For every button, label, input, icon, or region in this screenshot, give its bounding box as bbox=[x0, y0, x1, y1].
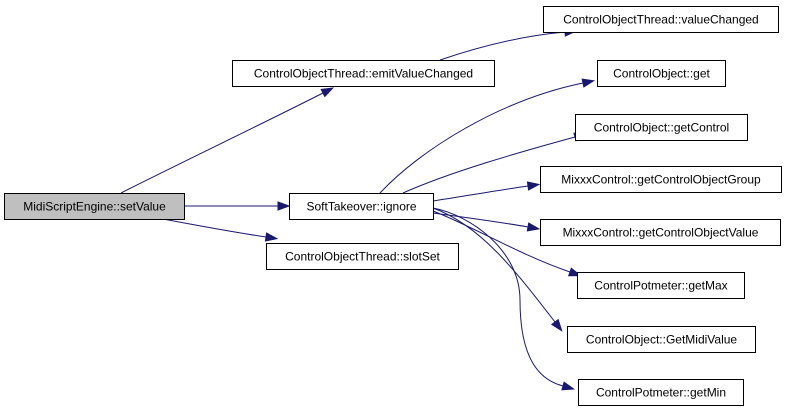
node-label-root: MidiScriptEngine::setValue bbox=[23, 200, 166, 214]
node-box-mcgroup bbox=[540, 166, 782, 193]
edge-arrowhead-root-to-emit bbox=[320, 87, 335, 98]
edge-ignore-to-cpmin bbox=[432, 207, 564, 387]
node-label-valchanged: ControlObjectThread::valueChanged bbox=[563, 13, 758, 27]
node-label-ignore: SoftTakeover::ignore bbox=[306, 200, 416, 214]
node-box-slotset bbox=[266, 243, 459, 270]
node-box-ignore bbox=[289, 193, 434, 220]
edge-arrowhead-root-to-slotset bbox=[264, 232, 279, 242]
edge-emit-to-valchanged bbox=[439, 31, 566, 61]
edge-root-to-slotset bbox=[162, 218, 267, 238]
node-emit[interactable]: ControlObjectThread::emitValueChanged bbox=[232, 60, 495, 87]
node-box-cogetmidi bbox=[567, 326, 756, 353]
edge-arrowhead-ignore-to-cogetmidi bbox=[550, 318, 563, 332]
node-root[interactable]: MidiScriptEngine::setValue bbox=[4, 193, 185, 220]
edge-root-to-emit bbox=[120, 92, 324, 194]
node-label-emit: ControlObjectThread::emitValueChanged bbox=[254, 67, 473, 81]
edge-ignore-to-cogetmidi bbox=[432, 207, 556, 323]
edge-arrowhead-root-to-ignore bbox=[277, 201, 291, 211]
node-mcgroup[interactable]: MixxxControl::getControlObjectGroup bbox=[540, 166, 782, 193]
node-box-cogetcontrol bbox=[575, 114, 748, 141]
edge-ignore-to-mcvalue bbox=[432, 212, 529, 228]
node-cpmin[interactable]: ControlPotmeter::getMin bbox=[578, 379, 744, 406]
edge-arrowhead-ignore-to-mcvalue bbox=[526, 222, 541, 232]
node-label-coget: ControlObject::get bbox=[613, 67, 710, 81]
edge-ignore-to-mcgroup bbox=[432, 185, 529, 202]
node-label-mcgroup: MixxxControl::getControlObjectGroup bbox=[561, 173, 761, 187]
edge-arrowhead-ignore-to-mcgroup bbox=[526, 181, 541, 191]
node-cpmax[interactable]: ControlPotmeter::getMax bbox=[577, 272, 745, 299]
node-cogetmidi[interactable]: ControlObject::GetMidiValue bbox=[567, 326, 756, 353]
edge-ignore-to-cpmax bbox=[432, 210, 571, 273]
node-box-root bbox=[4, 193, 185, 220]
node-label-cpmin: ControlPotmeter::getMin bbox=[596, 386, 726, 400]
node-valchanged[interactable]: ControlObjectThread::valueChanged bbox=[543, 6, 779, 33]
edge-arrowhead-ignore-to-coget bbox=[581, 78, 596, 88]
node-box-valchanged bbox=[543, 6, 779, 33]
node-label-cogetmidi: ControlObject::GetMidiValue bbox=[586, 333, 738, 347]
node-box-mcvalue bbox=[540, 219, 781, 246]
node-slotset[interactable]: ControlObjectThread::slotSet bbox=[266, 243, 459, 270]
node-label-cpmax: ControlPotmeter::getMax bbox=[594, 279, 727, 293]
node-ignore[interactable]: SoftTakeover::ignore bbox=[289, 193, 434, 220]
nodes-layer: MidiScriptEngine::setValueControlObjectT… bbox=[4, 6, 782, 406]
edge-ignore-to-coget bbox=[379, 82, 584, 194]
edge-arrowhead-ignore-to-cpmin bbox=[561, 381, 576, 391]
node-label-cogetcontrol: ControlObject::getControl bbox=[594, 121, 729, 135]
node-box-cpmin bbox=[578, 379, 744, 406]
node-box-coget bbox=[597, 60, 726, 87]
node-label-mcvalue: MixxxControl::getControlObjectValue bbox=[563, 226, 759, 240]
edge-ignore-to-cogetcontrol bbox=[402, 136, 576, 194]
node-label-slotset: ControlObjectThread::slotSet bbox=[285, 250, 440, 264]
node-mcvalue[interactable]: MixxxControl::getControlObjectValue bbox=[540, 219, 781, 246]
node-coget[interactable]: ControlObject::get bbox=[597, 60, 726, 87]
node-box-cpmax bbox=[577, 272, 745, 299]
node-cogetcontrol[interactable]: ControlObject::getControl bbox=[575, 114, 748, 141]
node-box-emit bbox=[232, 60, 495, 87]
